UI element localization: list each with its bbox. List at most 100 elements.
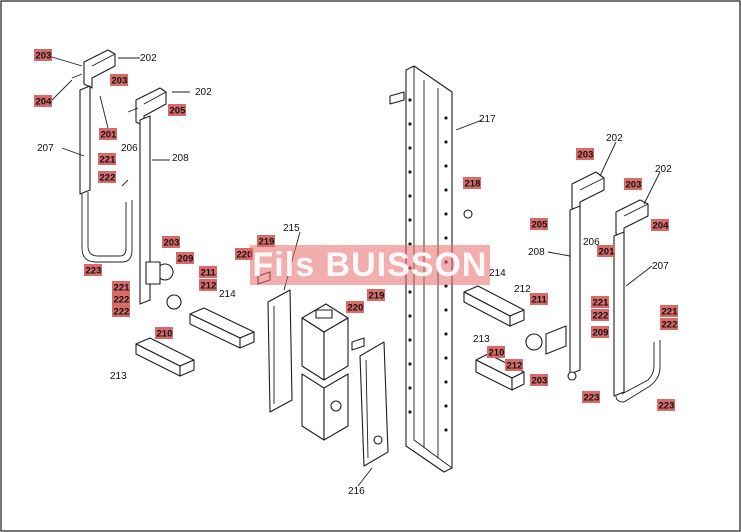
svg-text:211: 211 [532,295,548,306]
svg-text:222: 222 [593,311,609,322]
label-202: 202 [655,164,672,175]
right-assembly [463,171,661,403]
svg-text:205: 205 [532,220,549,231]
bracket-202-right-upper [571,171,605,213]
plate-216 [359,341,389,467]
tag-205: 205 [530,218,548,231]
svg-text:211: 211 [201,268,217,279]
tag-222: 222 [112,305,130,318]
svg-text:203: 203 [36,51,52,62]
tagged-labels: 203 204 201 205 203 221 222 223 203 209 … [34,49,678,412]
label-208: 208 [528,247,545,258]
svg-text:222: 222 [662,320,678,331]
watermark-banner: Fils BUISSON [250,245,490,285]
bracket-202-left-upper [83,49,116,89]
svg-text:219: 219 [369,291,385,302]
tag-211: 211 [530,293,548,306]
svg-text:203: 203 [626,180,642,191]
label-214: 214 [489,268,506,279]
svg-text:223: 223 [584,393,600,404]
tag-209: 209 [591,326,609,339]
svg-text:212: 212 [201,281,217,292]
label-216: 216 [348,486,365,497]
tag-203: 203 [162,236,180,249]
label-206: 206 [583,237,600,248]
svg-text:203: 203 [164,238,180,249]
tag-221: 221 [660,305,678,318]
tag-204: 204 [34,95,52,108]
bolt-217 [389,91,405,105]
disc-212-right [525,333,543,351]
plate-215 [267,289,293,413]
label-215: 215 [283,223,300,234]
label-202: 202 [606,133,623,144]
svg-text:209: 209 [178,254,194,265]
tag-218: 218 [463,177,481,190]
rod-207-left [79,85,91,195]
label-213: 213 [473,334,490,345]
svg-text:204: 204 [653,221,670,232]
tag-212: 212 [505,359,523,372]
svg-text:221: 221 [114,283,131,294]
plate-203-left [145,261,161,285]
tag-201: 201 [99,128,117,141]
svg-text:218: 218 [465,179,481,190]
svg-text:203: 203 [112,76,128,87]
svg-text:223: 223 [659,401,675,412]
rod-207-right [613,231,625,397]
tag-221: 221 [98,153,116,166]
tag-205: 205 [168,104,186,117]
svg-text:203: 203 [532,376,548,387]
label-206: 206 [121,143,138,154]
svg-text:220: 220 [237,250,253,261]
svg-text:220: 220 [348,303,364,314]
svg-text:210: 210 [489,348,505,359]
label-208: 208 [172,153,189,164]
tag-222: 222 [591,309,609,322]
tag-201: 201 [597,245,615,258]
label-213: 213 [110,371,127,382]
tag-203: 203 [34,49,52,62]
svg-text:203: 203 [578,150,594,161]
svg-text:201: 201 [101,130,118,141]
watermark-text: Fils BUISSON [252,245,488,284]
svg-text:221: 221 [593,298,610,309]
tag-222: 222 [660,318,678,331]
tag-223: 223 [582,391,600,404]
label-217: 217 [479,114,496,125]
label-207: 207 [37,143,54,154]
svg-text:205: 205 [170,106,187,117]
tag-222: 222 [98,171,116,184]
tag-219: 219 [257,235,275,248]
svg-text:222: 222 [114,295,130,306]
svg-text:209: 209 [593,328,609,339]
washer-212-left [166,294,182,310]
label-202: 202 [195,87,212,98]
svg-text:221: 221 [100,155,117,166]
svg-text:204: 204 [36,97,53,108]
plate-209-right [545,325,567,355]
tag-210: 210 [487,346,505,359]
svg-text:219: 219 [259,237,275,248]
tag-219: 219 [367,289,385,302]
tag-203: 203 [110,74,128,87]
tag-220: 220 [235,248,253,261]
tag-203: 203 [624,178,642,191]
tag-211: 211 [199,266,217,279]
svg-text:222: 222 [100,173,116,184]
tag-203: 203 [530,374,548,387]
svg-text:221: 221 [662,307,679,318]
svg-text:222: 222 [114,307,130,318]
rod-208-left [139,115,151,305]
svg-text:210: 210 [157,329,173,340]
label-212: 212 [514,284,531,295]
column-holes [408,98,448,432]
tag-209: 209 [176,252,194,265]
svg-text:223: 223 [86,266,102,277]
tag-220: 220 [346,301,364,314]
svg-text:201: 201 [599,247,616,258]
rod-208-right [569,205,581,375]
